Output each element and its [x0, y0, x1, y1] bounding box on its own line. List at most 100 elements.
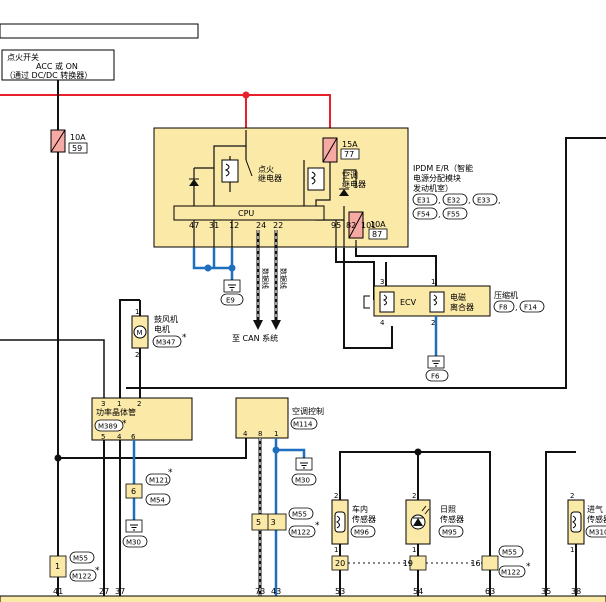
- ipdm-pin-24: 24: [256, 221, 266, 230]
- ground-m30-right-label: M30: [295, 477, 310, 485]
- inline-connector-5-3-m55-label: M55: [292, 511, 307, 519]
- ground-f6: F6: [425, 355, 449, 382]
- ipdm-connector-sep4: ,: [438, 210, 441, 219]
- inline-connector-16-m55-label: M55: [502, 549, 517, 557]
- sensor-in-car-pin-1: 1: [334, 546, 338, 554]
- sensor-in-car-line1: 车内: [352, 504, 368, 514]
- ac-relay-coil-icon: [310, 171, 316, 185]
- inline-connector-16-box: [481, 555, 499, 571]
- fuse-59-element: [50, 129, 66, 153]
- pt-bottom-wires: [103, 440, 121, 596]
- compressor-clutch-coil-icon: [432, 294, 437, 306]
- pt-pin-3: 3: [101, 400, 105, 408]
- inline-connector-6-box: [125, 483, 143, 499]
- sensor-sunload: 2 1 日照 传感器 M95: [405, 492, 464, 554]
- ign-relay-coil-box: [221, 159, 239, 183]
- sensor-sunload-line1: 日照: [440, 505, 456, 514]
- fuse-59-number-box: [68, 142, 88, 154]
- inline-connector-1-box: [49, 555, 67, 578]
- sensor-intake: 2 1 进气 传感器 M310: [567, 492, 606, 554]
- right-side-wire: [126, 137, 606, 389]
- bus-pin-53: 53: [335, 587, 345, 596]
- inline-connector-5-3-pins: 5 3: [256, 518, 276, 527]
- ground-m30-right-box: [295, 457, 313, 471]
- fuse-59-number: 59: [72, 144, 82, 153]
- inline-connector-5-3-m122: [288, 525, 316, 538]
- ipdm-ac-relay-out: [343, 169, 357, 188]
- compressor: ECV 电磁 离合器 压缩机 F8 , F14 3 1 4 2: [363, 278, 545, 327]
- sensor-in-car-pin-2: 2: [334, 492, 338, 500]
- bus-pin-43: 43: [271, 587, 281, 596]
- sensor-wires: [339, 451, 577, 596]
- can-arrow-l: [271, 320, 281, 330]
- sensor4-left-wire: [545, 451, 576, 596]
- ipdm-module-frame: [153, 127, 409, 248]
- ac-relay-coil-box: [307, 167, 325, 191]
- sensor-in-car-connector-label: M96: [354, 529, 369, 537]
- inline-connector-1-m122-label: M122: [72, 573, 91, 581]
- ipdm-connector-e32: [442, 193, 468, 206]
- ign-relay-coil-icon: [224, 163, 230, 177]
- ipdm-connector-sep3: ,: [498, 196, 501, 205]
- inline-connector-m121-label: M121: [149, 477, 168, 485]
- fuse-77-rating: 15A: [342, 140, 358, 149]
- blower-connector: [152, 335, 182, 348]
- ac-control-pin-4: 4: [243, 430, 248, 438]
- sensor-sunload-connector: [438, 525, 464, 538]
- sensor-intake-line2: 传感器: [587, 514, 606, 524]
- compressor-label: 压缩机: [494, 290, 518, 300]
- ipdm-pin-31: 31: [209, 221, 219, 230]
- blower-motor-m: M: [137, 329, 143, 337]
- inline-connector-1-pin: 1: [55, 562, 60, 571]
- inline-connector-16-m122-label: M122: [501, 569, 520, 577]
- fuse-87-rating: 10A: [370, 220, 386, 229]
- ipdm-pin-47: 47: [189, 221, 199, 230]
- inline-connector-5-3-m55: [288, 507, 314, 520]
- sensor-sunload-line2: 传感器: [440, 514, 464, 524]
- red-junction-dot: [242, 91, 250, 99]
- sensor1-top-wire: [339, 451, 419, 500]
- ipdm-connector-e31: [412, 193, 438, 206]
- ipdm-label-line3: 发动机室）: [413, 183, 453, 193]
- ac-control-ground-wire: [276, 448, 306, 458]
- ipdm-connector-f54: [412, 207, 438, 220]
- sensor-sunload-connector-label: M95: [442, 529, 457, 537]
- inline-connector-20-box: [331, 555, 349, 571]
- can-arrow-h: [253, 320, 263, 330]
- inline-connector-6: 6 M121 * M54: [125, 468, 173, 506]
- compressor-pin-4: 4: [380, 319, 385, 327]
- ground-m30-right: M30: [291, 457, 317, 486]
- inline-connector-1-m122: [69, 569, 97, 582]
- ac-control-ground-dot: [272, 446, 280, 454]
- blower-pin-1: 1: [135, 308, 139, 316]
- ground-m30-right-label-box: [291, 473, 317, 486]
- sensor-sunload-pin-2: 2: [412, 492, 416, 500]
- pt-pin-6: 6: [131, 433, 136, 441]
- ipdm-diode1-icon: [189, 179, 199, 186]
- sensor-sunload-pin-1: 1: [412, 546, 416, 554]
- pt-connector-label: M389: [98, 423, 117, 431]
- bus-pin-27: 27: [99, 587, 109, 596]
- inline-connector-5-3: 5 3 M55 M122 *: [251, 507, 320, 538]
- inline-connector-m54-label: M54: [150, 497, 165, 505]
- compressor-clutch-coil-box: [429, 291, 445, 313]
- inline-connector-1-star: *: [95, 566, 100, 576]
- ipdm-ground-dot2: [228, 264, 236, 272]
- compressor-clutch-line1: 电磁: [450, 292, 466, 302]
- bus-pin-37: 37: [115, 587, 125, 596]
- bus-pin-35: 35: [541, 587, 551, 596]
- sensor-in-car-thermistor-icon: [334, 511, 346, 533]
- ac-relay-line1: 空调: [342, 170, 358, 180]
- pt-pin3-wire: [0, 339, 105, 398]
- ac-control: 4 8 1 空调控制 M114: [235, 397, 324, 439]
- ipdm-connector-sep2: ,: [468, 196, 471, 205]
- fuse-87-number: 87: [372, 230, 382, 239]
- ign-relay-switch-icon: [245, 159, 253, 177]
- ground-m30-left-box: [125, 519, 143, 533]
- ipdm-pin-101: 101: [361, 221, 376, 230]
- ipdm-diode2-icon: [339, 189, 349, 196]
- compressor-pin-3: 3: [380, 278, 384, 286]
- inline-connector-5-3-star: *: [315, 521, 320, 531]
- inline-connector-20-19-16-pins: 20 19 16: [335, 559, 481, 568]
